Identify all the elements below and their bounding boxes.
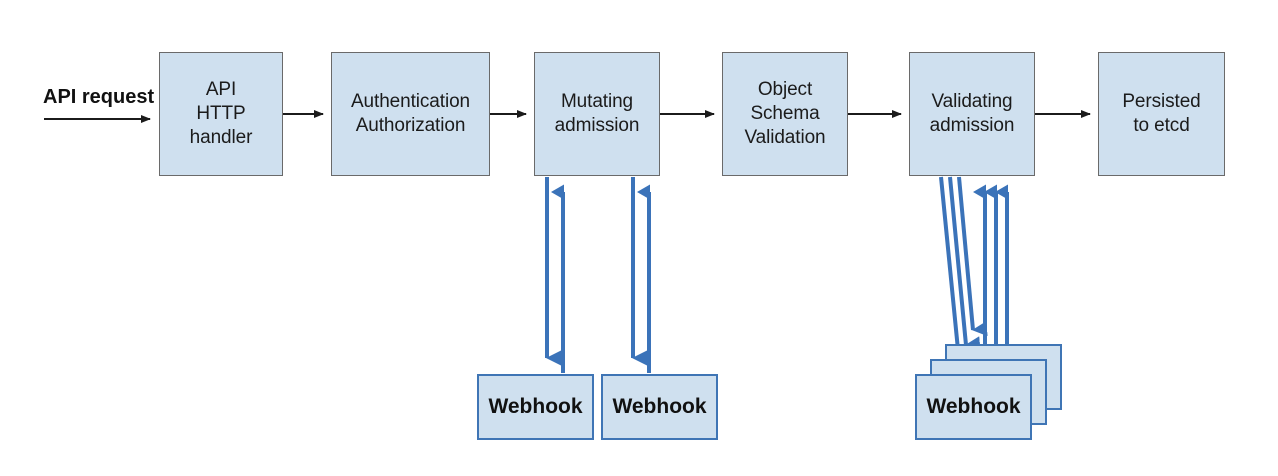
webhook-call-mutating-1 [545, 177, 565, 373]
node-validating-admission[interactable]: Validating admission [909, 52, 1035, 176]
webhook-box-mutating-2[interactable]: Webhook [601, 374, 718, 440]
webhook-call-validating-1 [939, 176, 987, 373]
webhook-call-mutating-2 [631, 177, 651, 373]
webhook-call-validating-2 [948, 176, 998, 360]
node-mutating-admission[interactable]: Mutating admission [534, 52, 660, 176]
node-persisted-to-etcd[interactable]: Persisted to etcd [1098, 52, 1225, 176]
api-request-label: API request [43, 86, 155, 108]
webhook-call-validating-3 [957, 176, 1009, 345]
webhook-box-mutating-1[interactable]: Webhook [477, 374, 594, 440]
webhook-box-validating-1[interactable]: Webhook [915, 374, 1032, 440]
node-object-schema-validation[interactable]: Object Schema Validation [722, 52, 848, 176]
node-authentication-authorization[interactable]: Authentication Authorization [331, 52, 490, 176]
node-api-http-handler[interactable]: API HTTP handler [159, 52, 283, 176]
